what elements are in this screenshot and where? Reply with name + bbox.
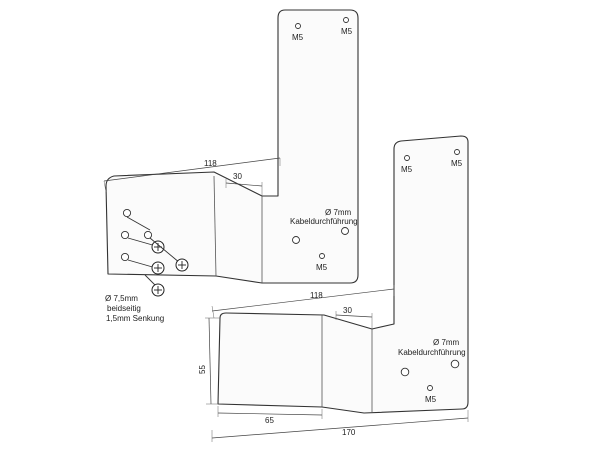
top-bracket-outline xyxy=(105,9,359,284)
top-bracket xyxy=(105,9,359,284)
screw-1 xyxy=(127,237,165,254)
height-dim: 55 xyxy=(198,365,207,374)
m5-label-bottom-bottom: M5 xyxy=(425,395,437,404)
hole-7mm-label-top: Ø 7mm xyxy=(325,208,352,217)
m5-hole-bottom-right xyxy=(454,149,460,155)
cable-hole-top-1 xyxy=(292,236,300,244)
m5-label-top-bottom: M5 xyxy=(316,263,328,272)
top-dimensions: 118 30 xyxy=(103,157,281,196)
top-offset-dim: 30 xyxy=(233,172,242,181)
cable-hole-bottom-2 xyxy=(450,359,460,369)
bottom-offset-dim: 30 xyxy=(343,306,352,315)
bottom-bracket-outline xyxy=(217,135,469,414)
top-width-dim: 118 xyxy=(204,159,217,168)
hole-75-label-line3: 1,5mm Senkung xyxy=(106,314,164,323)
screw-2 xyxy=(127,259,165,275)
hole-75-label-line1: Ø 7,5mm xyxy=(105,294,138,303)
cable-hole-bottom-1 xyxy=(400,367,410,377)
m5-label-bottom-right: M5 xyxy=(451,159,463,168)
m5-hole-top-bottom xyxy=(319,253,325,259)
screw-hole-4 xyxy=(143,230,153,240)
m5-hole-bottom-bottom xyxy=(427,385,433,391)
hole-7mm-label-bottom: Ø 7mm xyxy=(433,338,460,347)
m5-label-top-left: M5 xyxy=(292,33,304,42)
screw-4 xyxy=(126,216,165,297)
m5-label-top-right: M5 xyxy=(341,27,353,36)
m5-hole-top-right xyxy=(343,17,349,23)
total-length-dim: 170 xyxy=(342,428,356,437)
screw-3 xyxy=(149,237,189,272)
cable-label-bottom: Kabeldurchführung xyxy=(398,348,466,357)
screw-hole-3 xyxy=(120,252,130,262)
top-labels: M5 M5 M5 Ø 7mm Kabeldurchführung Ø 7,5mm… xyxy=(105,27,358,323)
cable-label-top: Kabeldurchführung xyxy=(290,217,358,226)
cable-hole-top-2 xyxy=(341,227,349,235)
hole-75-label-line2: beidseitig xyxy=(107,304,141,313)
top-bracket-fold-1 xyxy=(213,175,217,277)
m5-label-bottom-left: M5 xyxy=(401,165,413,174)
bottom-dimensions: 118 30 55 65 170 xyxy=(198,285,469,442)
screws xyxy=(126,216,189,297)
screw-hole-2 xyxy=(120,230,130,240)
flat-length-dim: 65 xyxy=(265,416,274,425)
screw-hole-1 xyxy=(122,208,132,218)
bottom-width-dim: 118 xyxy=(310,291,323,300)
m5-hole-top-left xyxy=(295,23,301,29)
bottom-labels: M5 M5 M5 Ø 7mm Kabeldurchführung xyxy=(398,159,466,404)
bottom-bracket xyxy=(217,135,469,414)
m5-hole-bottom-left xyxy=(404,155,410,161)
